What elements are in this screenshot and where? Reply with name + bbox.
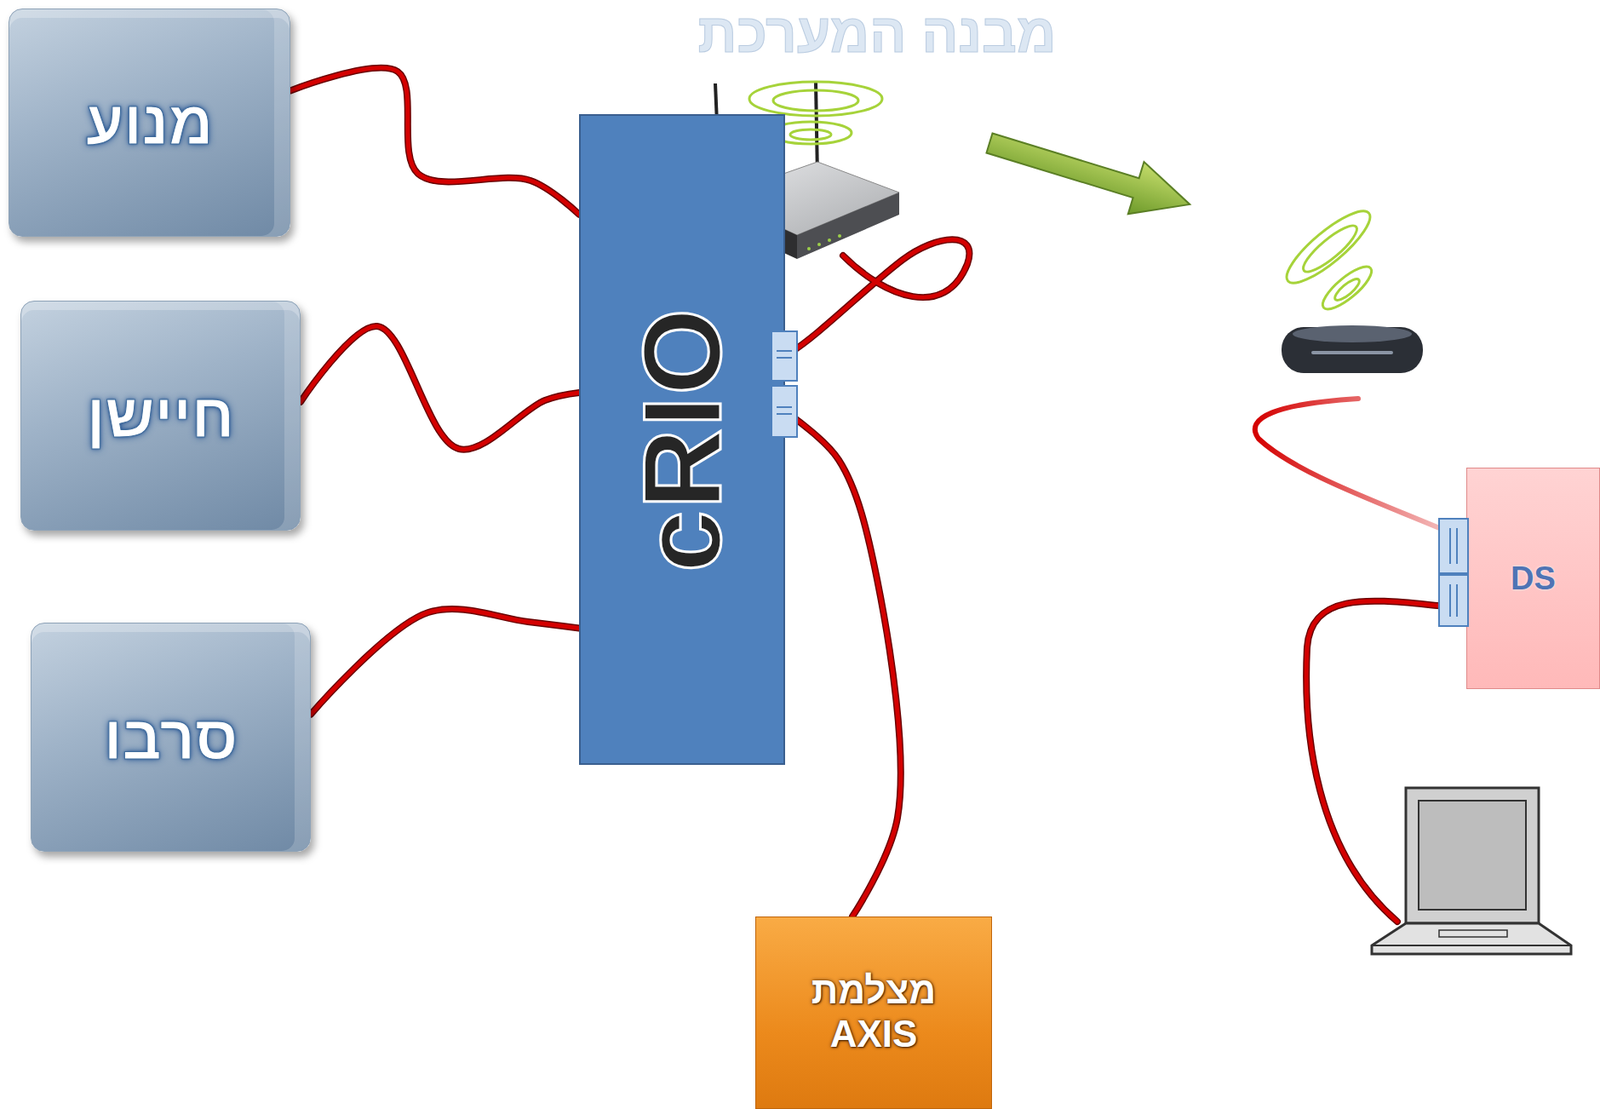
cable-core — [310, 608, 580, 715]
sensor-tile: חיישן — [20, 300, 301, 531]
diagram-title: מבנה המערכת — [544, 3, 1210, 64]
network-cable — [790, 239, 970, 353]
cable-core — [300, 326, 580, 450]
network-cable — [290, 68, 580, 215]
cable-outline — [290, 68, 580, 215]
transmission-arrow — [981, 116, 1199, 230]
controller-box: cRIO — [579, 114, 786, 765]
node-label: מנוע — [86, 87, 214, 158]
actuator-tile: מנוע — [8, 8, 291, 237]
network-cable — [785, 411, 901, 917]
cable-outline — [785, 411, 901, 917]
network-cable — [790, 239, 970, 353]
port-slot — [776, 350, 1457, 617]
cable-outline — [310, 608, 580, 715]
camera-box: מצלמת AXIS — [755, 916, 993, 1109]
network-cable — [300, 326, 580, 450]
wifi-signal — [1278, 200, 1379, 316]
title-text: מבנה המערכת — [544, 3, 1210, 64]
node-label: מצלמת AXIS — [811, 969, 937, 1056]
node-label: סרבו — [103, 702, 238, 773]
network-cable — [1255, 398, 1448, 532]
access-point — [1281, 325, 1423, 373]
cable-core — [785, 411, 901, 917]
laptop — [1371, 787, 1572, 954]
driver-station-box: DS — [1466, 467, 1600, 689]
network-cable — [310, 608, 580, 715]
servo-tile: סרבו — [30, 622, 311, 852]
node-label: חיישן — [86, 380, 236, 451]
cable-outline — [300, 326, 580, 450]
ethernet-port — [771, 331, 1469, 626]
node-label: DS — [1510, 560, 1556, 597]
cable-core — [290, 68, 580, 215]
node-label: cRIO — [618, 306, 746, 572]
